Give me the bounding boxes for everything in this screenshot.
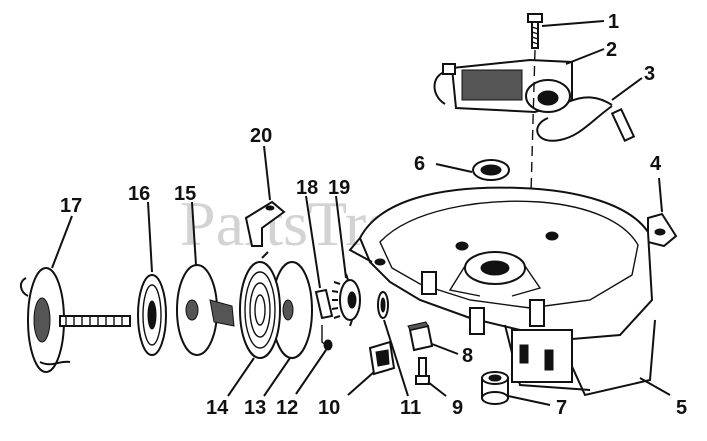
part-10-clip (368, 340, 396, 376)
part-2-module (433, 58, 573, 114)
callout-2: 2 (606, 39, 617, 61)
part-8-block (407, 321, 434, 352)
callout-10: 10 (318, 397, 340, 419)
callout-7: 7 (556, 397, 567, 419)
leader-lines (51, 20, 671, 406)
callout-5: 5 (676, 397, 687, 419)
callout-17: 17 (60, 195, 82, 217)
callout-6: 6 (414, 153, 425, 175)
part-14-spring (239, 251, 281, 359)
part-20-cam (244, 200, 286, 247)
callout-13: 13 (244, 397, 266, 419)
callout-8: 8 (462, 345, 473, 367)
callout-18: 18 (296, 177, 318, 199)
part-19-ratchet (331, 273, 361, 327)
part-17-hub-shaft (20, 267, 131, 373)
callout-4: 4 (650, 153, 662, 175)
callout-labels: 1 2 3 4 5 6 7 8 9 10 11 12 13 14 15 16 1… (60, 11, 687, 419)
callout-16: 16 (128, 183, 150, 205)
callout-14: 14 (206, 397, 229, 419)
part-7-bushing (481, 371, 509, 405)
callout-11: 11 (400, 397, 421, 419)
callout-19: 19 (328, 177, 350, 199)
part-13-plate (271, 261, 313, 359)
part-4-nut (647, 212, 678, 248)
part-11-ring (377, 291, 389, 319)
part-5-housing (348, 186, 656, 397)
part-6-seal (472, 159, 510, 181)
part-15-reel (176, 264, 235, 356)
callout-9: 9 (452, 397, 463, 419)
part-3-lead-wire (536, 96, 636, 143)
part-18-pawl (314, 288, 334, 320)
part-1-screw (527, 13, 543, 49)
part-16-pulley (137, 274, 167, 356)
callout-15: 15 (174, 183, 196, 205)
callout-3: 3 (644, 63, 655, 85)
callout-12: 12 (276, 397, 298, 419)
part-12-pin (321, 325, 333, 351)
part-9-screw (415, 357, 430, 385)
callout-1: 1 (608, 11, 619, 33)
callout-20: 20 (250, 125, 272, 147)
